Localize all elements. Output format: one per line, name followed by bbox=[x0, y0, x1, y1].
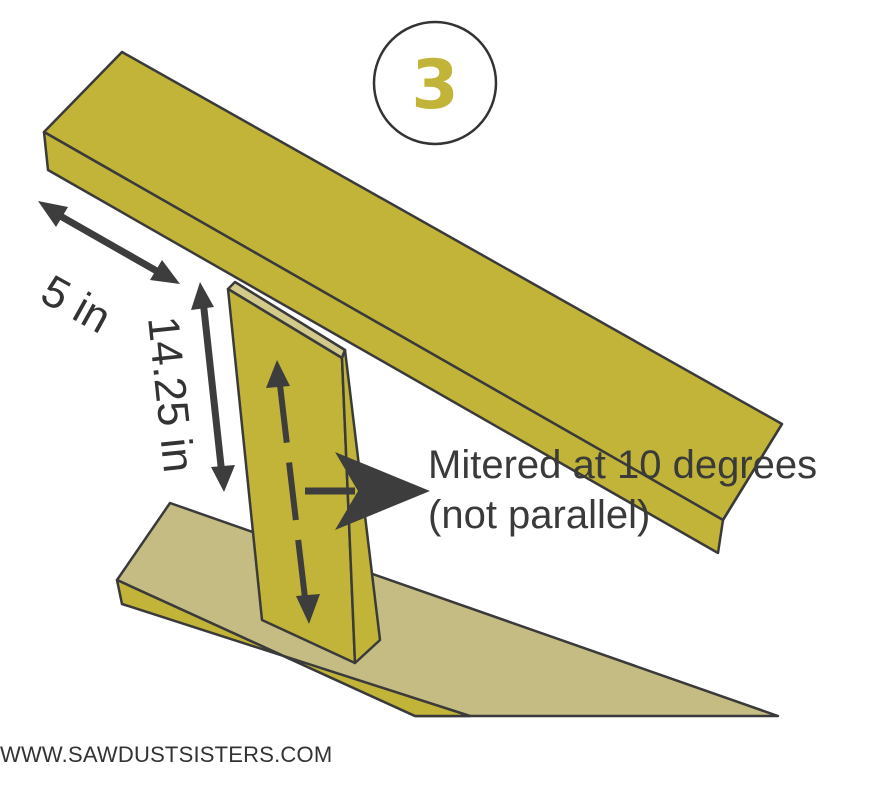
leg-arrow-head-top bbox=[266, 360, 290, 388]
width-arrow-head-left bbox=[38, 201, 68, 227]
step-circle bbox=[372, 20, 498, 146]
miter-annotation: Mitered at 10 degrees (not parallel) bbox=[428, 443, 817, 537]
top-board-edge bbox=[721, 423, 784, 521]
top-board-front-face bbox=[42, 130, 725, 555]
leg-length-arrow bbox=[266, 360, 320, 624]
miter-annotation-line1: Mitered at 10 degrees bbox=[428, 443, 817, 487]
top-board bbox=[42, 50, 784, 555]
website-footer: WWW.SAWDUSTSISTERS.COM bbox=[0, 742, 333, 767]
leg-arrow-head-bottom bbox=[296, 594, 320, 624]
step-number: 3 bbox=[411, 46, 458, 125]
miter-arrow-head bbox=[335, 452, 430, 530]
miter-pointer-arrow bbox=[305, 452, 430, 530]
width-arrow-head-right bbox=[150, 260, 180, 284]
height-arrow-head-bottom bbox=[211, 465, 235, 492]
bottom-board-front-face bbox=[115, 578, 472, 718]
width-label: 5 in bbox=[33, 266, 119, 343]
step-badge: 3 bbox=[372, 20, 498, 146]
height-dimension: 14.25 in bbox=[138, 282, 235, 492]
height-arrow-head-top bbox=[191, 282, 214, 310]
height-label: 14.25 in bbox=[138, 314, 203, 475]
miter-annotation-line2: (not parallel) bbox=[428, 493, 650, 537]
